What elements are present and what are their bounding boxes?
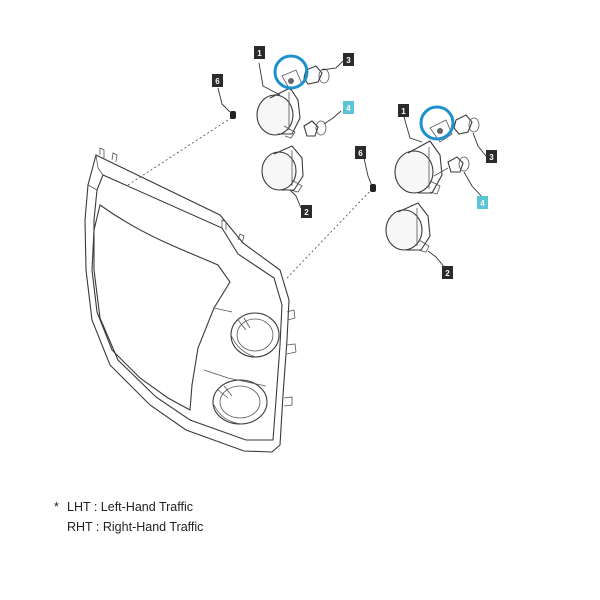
svg-text:2: 2 bbox=[445, 269, 450, 278]
clip-part-6-right bbox=[370, 184, 376, 192]
svg-text:2: 2 bbox=[304, 208, 309, 217]
legend-spacer bbox=[54, 517, 67, 537]
callout-right-3: 3 bbox=[486, 150, 497, 163]
bulb-part-4-right bbox=[433, 156, 470, 177]
svg-text:6: 6 bbox=[358, 149, 363, 158]
svg-text:4: 4 bbox=[346, 104, 351, 113]
legend-row-lht: * LHT : Left-Hand Traffic bbox=[54, 497, 203, 517]
headlamp-housing bbox=[84, 147, 297, 453]
callout-right-6: 6 bbox=[355, 146, 366, 159]
callout-left-4: 4 bbox=[343, 101, 354, 114]
svg-text:1: 1 bbox=[257, 49, 262, 58]
left-assembly bbox=[217, 60, 344, 209]
legend-row-rht: RHT : Right-Hand Traffic bbox=[54, 517, 203, 537]
callout-left-1: 1 bbox=[254, 46, 265, 59]
bulb-part-4-left bbox=[303, 120, 327, 137]
lower-bulb-right bbox=[385, 202, 431, 253]
svg-text:3: 3 bbox=[489, 153, 494, 162]
legend-lht-text: LHT : Left-Hand Traffic bbox=[67, 500, 193, 514]
callout-right-1: 1 bbox=[398, 104, 409, 117]
callout-left-3: 3 bbox=[343, 53, 354, 66]
legend-rht-text: RHT : Right-Hand Traffic bbox=[67, 520, 204, 534]
svg-text:6: 6 bbox=[215, 77, 220, 86]
bulb-part-3-right bbox=[453, 114, 480, 135]
right-assembly bbox=[363, 114, 487, 269]
upper-bulb-right bbox=[394, 119, 453, 195]
guide-line-left bbox=[127, 115, 235, 186]
callout-left-6: 6 bbox=[212, 74, 223, 87]
guide-line-right bbox=[286, 188, 373, 279]
callout-right-4: 4 bbox=[477, 196, 488, 209]
upper-bulb-left bbox=[256, 69, 303, 139]
svg-text:1: 1 bbox=[401, 107, 406, 116]
highlight-circle-left bbox=[273, 54, 309, 90]
highlight-circle-right bbox=[419, 105, 455, 141]
callout-right-2: 2 bbox=[442, 266, 453, 279]
lower-bulb-left bbox=[261, 145, 304, 193]
traffic-legend: * LHT : Left-Hand Traffic RHT : Right-Ha… bbox=[54, 497, 203, 537]
legend-asterisk: * bbox=[54, 500, 59, 514]
callout-left-2: 2 bbox=[301, 205, 312, 218]
svg-text:3: 3 bbox=[346, 56, 351, 65]
svg-text:4: 4 bbox=[480, 199, 485, 208]
bulb-part-3-left bbox=[303, 65, 330, 85]
clip-part-6-left bbox=[230, 111, 236, 119]
